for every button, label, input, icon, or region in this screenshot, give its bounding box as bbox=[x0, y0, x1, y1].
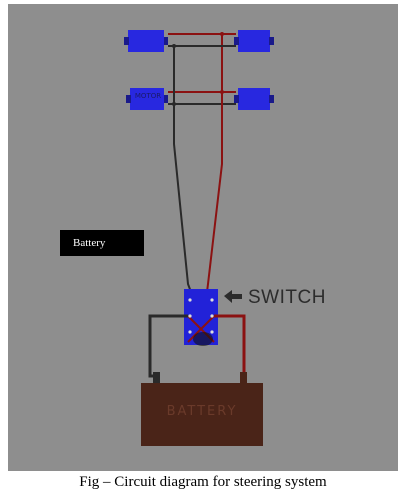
motor-icon bbox=[234, 30, 274, 52]
figure-caption: Fig – Circuit diagram for steering syste… bbox=[79, 474, 327, 490]
battery-label: Battery bbox=[60, 230, 144, 256]
circuit-diagram: Battery SWITCH MOTOR BATTERY bbox=[8, 4, 398, 471]
switch-label: SWITCH bbox=[248, 287, 326, 308]
motor-icon bbox=[126, 88, 168, 110]
battery-text: BATTERY bbox=[166, 404, 238, 419]
arrow-left-icon bbox=[224, 290, 242, 303]
circuit-drawing bbox=[124, 30, 274, 446]
motor-icon bbox=[124, 30, 168, 52]
motor-icon bbox=[234, 88, 274, 110]
wire-positive bbox=[214, 314, 246, 384]
motor-label: MOTOR bbox=[134, 92, 162, 100]
wire-positive bbox=[168, 33, 236, 93]
wire-positive bbox=[205, 92, 223, 301]
battery-icon bbox=[141, 372, 263, 446]
wire-negative bbox=[173, 104, 195, 301]
switch-icon bbox=[184, 289, 218, 346]
wire-negative bbox=[168, 45, 236, 105]
